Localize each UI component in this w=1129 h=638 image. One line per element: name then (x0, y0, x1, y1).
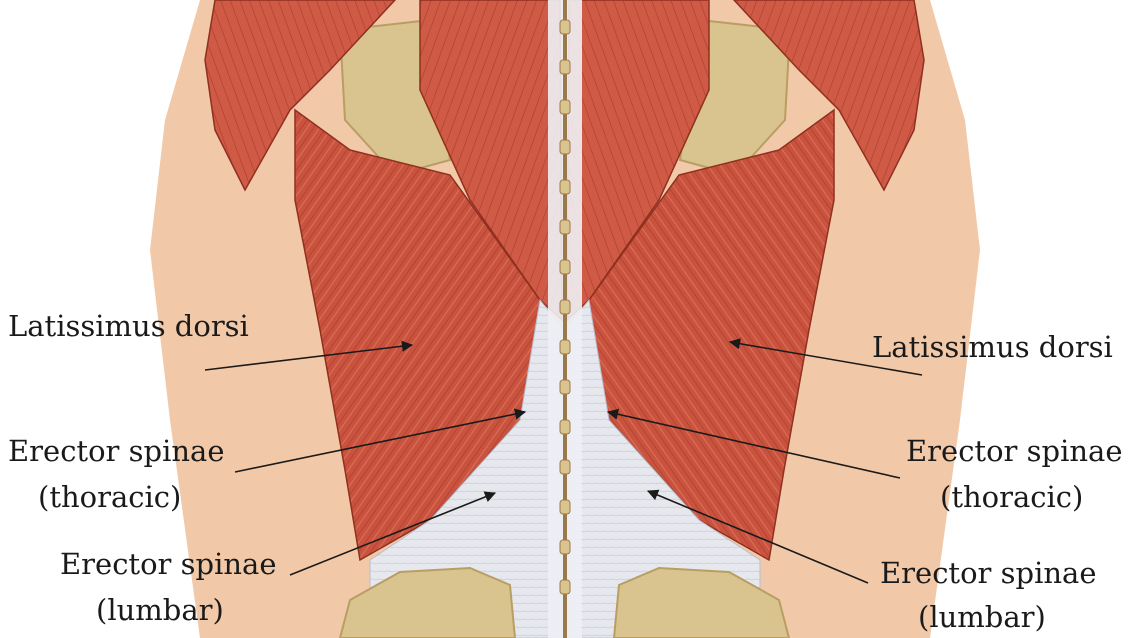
label-right-erector-lumbar-sub: (lumbar) (918, 600, 1046, 634)
label-left-erector-lumbar-sub: (lumbar) (96, 593, 224, 627)
vertebrae (560, 20, 570, 594)
label-right-latissimus: Latissimus dorsi (872, 330, 1113, 364)
label-left-erector-lumbar: Erector spinae (60, 547, 276, 581)
label-left-latissimus: Latissimus dorsi (8, 309, 249, 343)
label-right-erector-thoracic-sub: (thoracic) (940, 480, 1083, 514)
label-right-erector-thoracic: Erector spinae (906, 434, 1122, 468)
label-left-erector-thoracic: Erector spinae (8, 434, 224, 468)
label-right-erector-lumbar: Erector spinae (880, 556, 1096, 590)
label-left-erector-thoracic-sub: (thoracic) (38, 480, 181, 514)
